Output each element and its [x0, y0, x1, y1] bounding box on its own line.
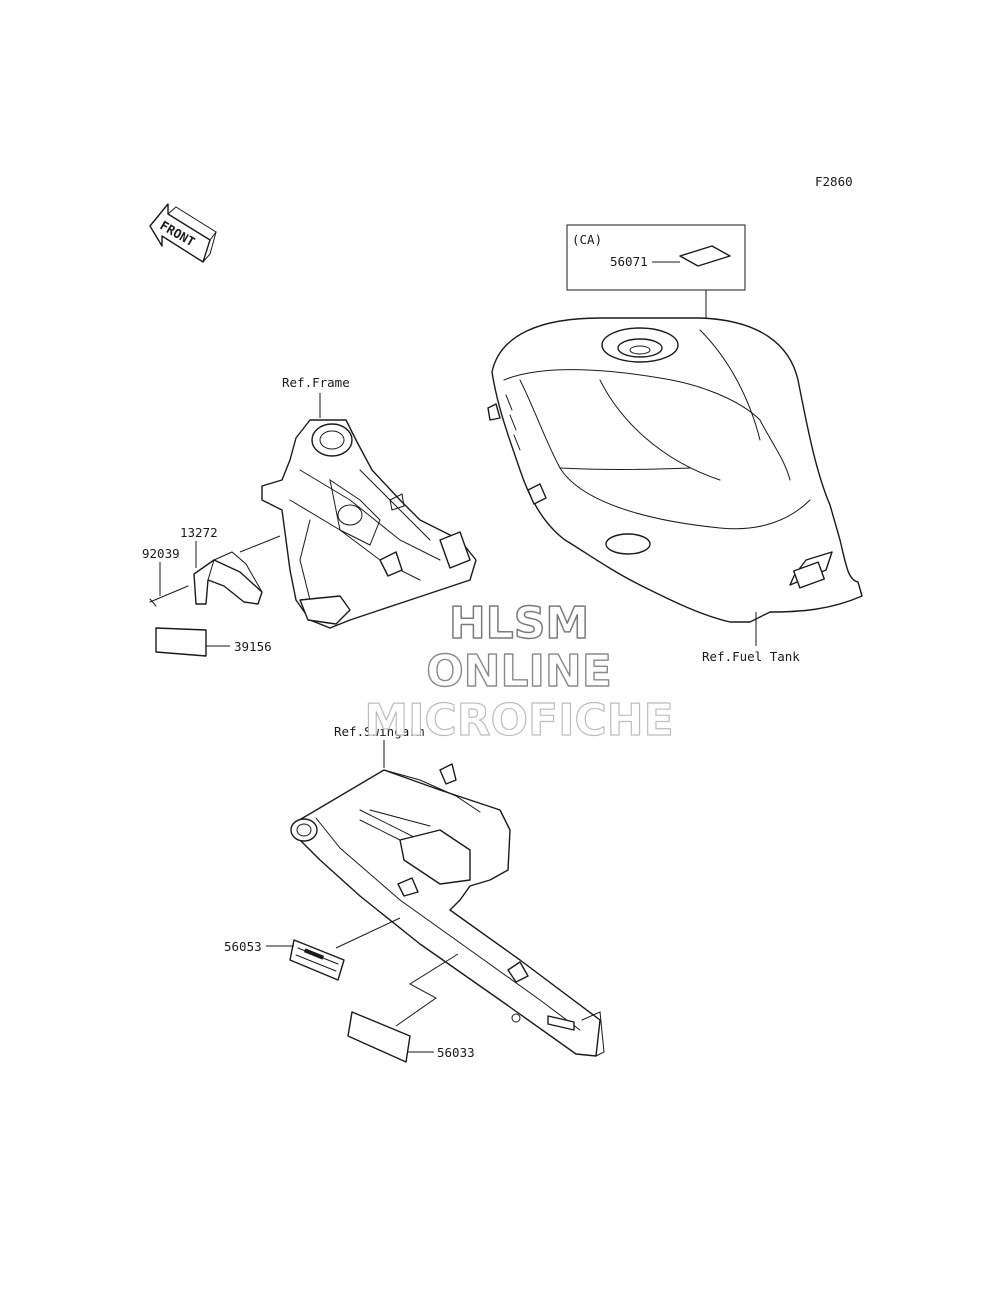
diagram-code: F2860 [815, 174, 853, 189]
part-number-56053: 56053 [224, 939, 262, 954]
watermark-line-2: ONLINE [426, 646, 612, 697]
frame [261, 419, 477, 629]
label-39156-shape [155, 627, 207, 657]
bracket-13272 [193, 551, 263, 605]
watermark-line-1: HLSM [449, 598, 589, 649]
part-number-56071: 56071 [610, 254, 648, 269]
ref-fuel-tank: Ref.Fuel Tank [702, 649, 800, 664]
ref-swingarm: Ref.Swingarm [334, 724, 424, 739]
part-number-56033: 56033 [437, 1045, 475, 1060]
ref-frame: Ref.Frame [282, 375, 350, 390]
label-56071-shape [679, 245, 731, 267]
option-box-ca: (CA) 56071 [566, 224, 746, 291]
watermark-line-3: MICROFICHE [364, 695, 673, 746]
option-code: (CA) [572, 232, 602, 247]
part-number-39156: 39156 [234, 639, 272, 654]
part-number-92039: 92039 [142, 546, 180, 561]
part-number-13272: 13272 [180, 525, 218, 540]
label-56033-shape [347, 1011, 411, 1063]
label-56053-shape [289, 939, 345, 981]
swingarm [290, 763, 605, 1057]
watermark: HLSM ONLINE MICROFICHE [364, 597, 675, 746]
fuel-tank [487, 317, 863, 623]
front-arrow-icon: FRONT [149, 203, 217, 263]
